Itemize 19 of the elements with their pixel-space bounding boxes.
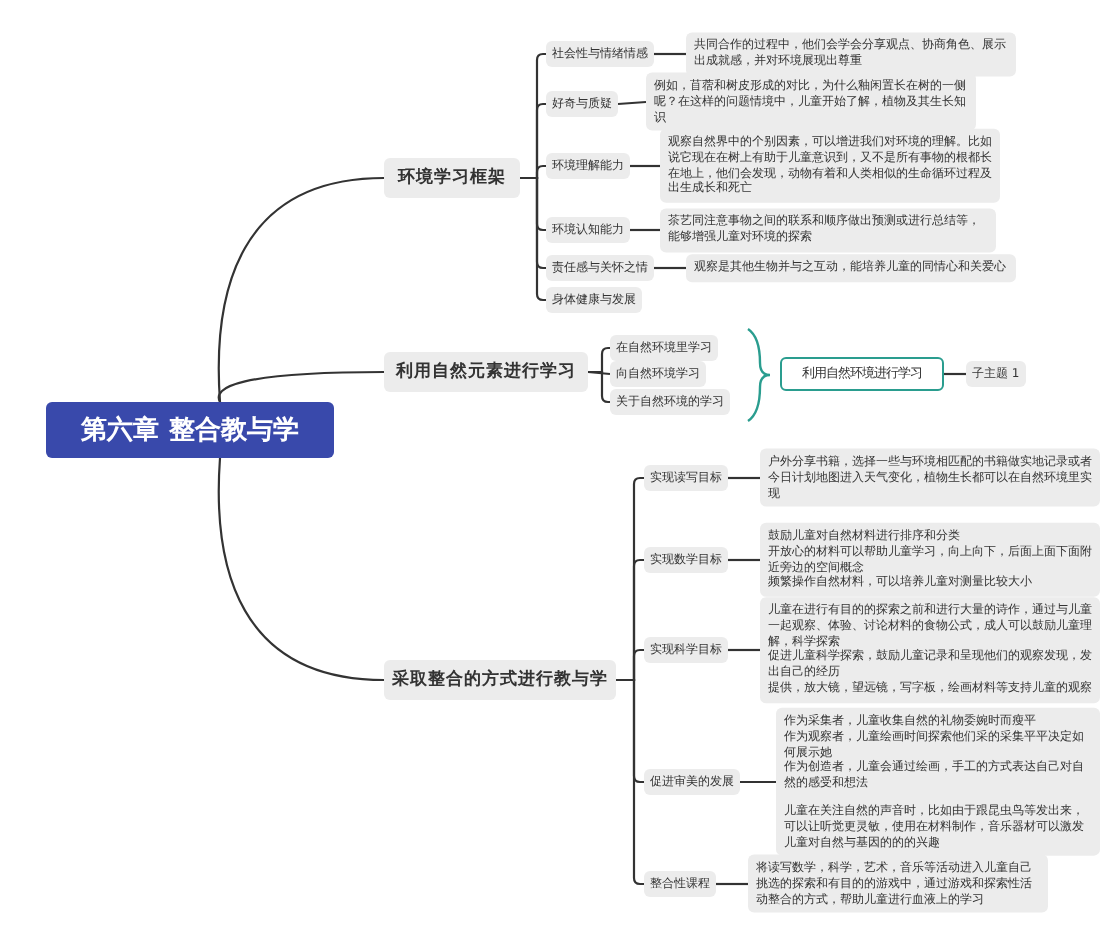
topic-box: 利用自然元素进行学习 [384, 352, 588, 392]
branch-line [654, 266, 686, 270]
topic-box: 环境学习框架 [384, 158, 520, 198]
branch-line [654, 52, 686, 56]
branch-line [217, 176, 385, 403]
branch-line [716, 882, 748, 886]
branch-line [587, 370, 611, 376]
branch-line [728, 476, 760, 480]
branch-line [630, 164, 660, 168]
branch-line [217, 457, 385, 682]
branch-line [740, 780, 776, 784]
branch-line [944, 372, 966, 376]
topic-box: 采取整合的方式进行教与学 [384, 660, 616, 700]
branch-line [617, 100, 647, 106]
branch-line [630, 228, 660, 232]
branch-line [728, 648, 760, 652]
branch-line [728, 558, 760, 562]
branch-line [218, 370, 384, 403]
root-topic-box: 第六章 整合教与学 [46, 402, 334, 458]
